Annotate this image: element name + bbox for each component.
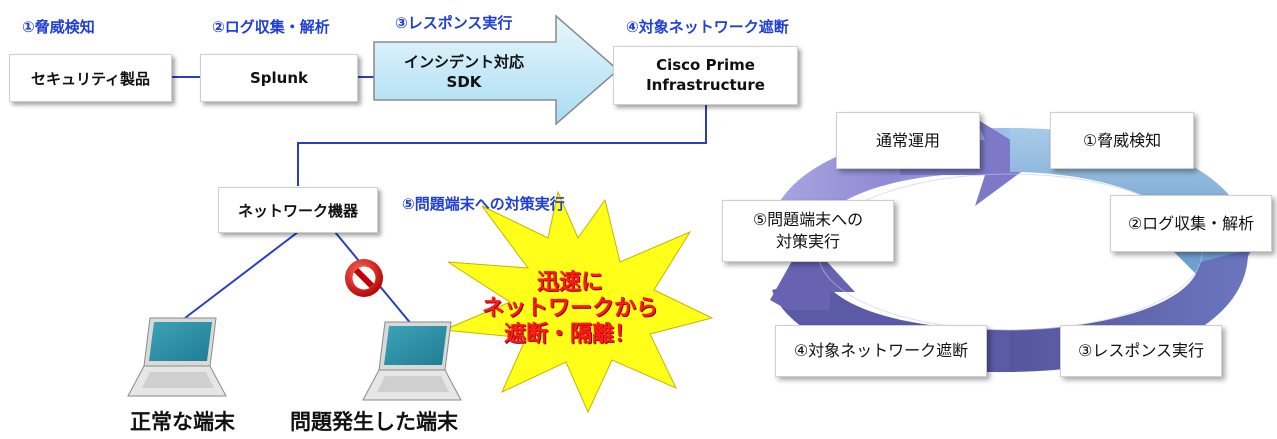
sdk-arrow-label: インシデント対応 SDK [384, 48, 544, 96]
cisco-label-line2: Infrastructure [646, 75, 765, 94]
sdk-arrow-shape [373, 14, 620, 126]
cycle-box-isolate: ④対象ネットワーク遮断 [775, 325, 987, 377]
step-label-collect: ②ログ収集・解析 [212, 18, 330, 36]
cisco-label-line1: Cisco Prime [656, 56, 755, 74]
step-label-response: ③レスポンス実行 [395, 14, 513, 32]
cycle-isolate-label: ④対象ネットワーク遮断 [793, 341, 969, 361]
step-label-action: ⑤問題端末への対策実行 [402, 195, 565, 213]
sdk-label-line1: インシデント対応 [403, 52, 524, 71]
cycle-collect-label: ②ログ収集・解析 [1127, 213, 1255, 233]
cycle-action-line2: 対策実行 [775, 232, 840, 251]
burst-line1: 迅速に [536, 270, 603, 295]
cycle-box-response: ③レスポンス実行 [1060, 325, 1222, 377]
cycle-box-action: ⑤問題端末への 対策実行 [722, 200, 894, 262]
security-product-box: セキュリティ製品 [9, 54, 172, 102]
prohibition-icon [345, 259, 383, 297]
security-product-label: セキュリティ製品 [30, 69, 151, 88]
step-label-isolate: ④対象ネットワーク遮断 [626, 18, 789, 36]
laptop-icon-problem [362, 321, 462, 401]
cycle-response-label: ③レスポンス実行 [1077, 341, 1205, 361]
alert-burst [443, 190, 714, 414]
burst-line2: ネットワークから [481, 295, 658, 321]
cycle-detect-label: ①脅威検知 [1082, 130, 1162, 150]
sdk-label-line2: SDK [446, 73, 482, 91]
cycle-normal-ops-label: 通常運用 [875, 130, 940, 150]
cycle-box-detect: ①脅威検知 [1050, 112, 1194, 169]
splunk-label: Splunk [249, 69, 308, 87]
normal-device-caption: 正常な端末 [130, 410, 235, 434]
cycle-action-line1: ⑤問題端末への [752, 210, 864, 230]
step-label-detect: ①脅威検知 [22, 18, 95, 36]
burst-text: 迅速に ネットワークから 遮断・隔離！ [470, 270, 670, 348]
network-device-box: ネットワーク機器 [218, 187, 378, 233]
splunk-box: Splunk [200, 54, 358, 102]
cisco-prime-box: Cisco Prime Infrastructure [613, 46, 798, 105]
cycle-box-normal-ops: 通常運用 [836, 112, 980, 169]
burst-line3: 遮断・隔離！ [503, 321, 636, 347]
cycle-box-collect: ②ログ収集・解析 [1110, 195, 1272, 252]
network-device-label: ネットワーク機器 [237, 201, 358, 220]
problem-device-caption: 問題発生した端末 [290, 410, 458, 434]
laptop-icon-normal [127, 317, 227, 397]
